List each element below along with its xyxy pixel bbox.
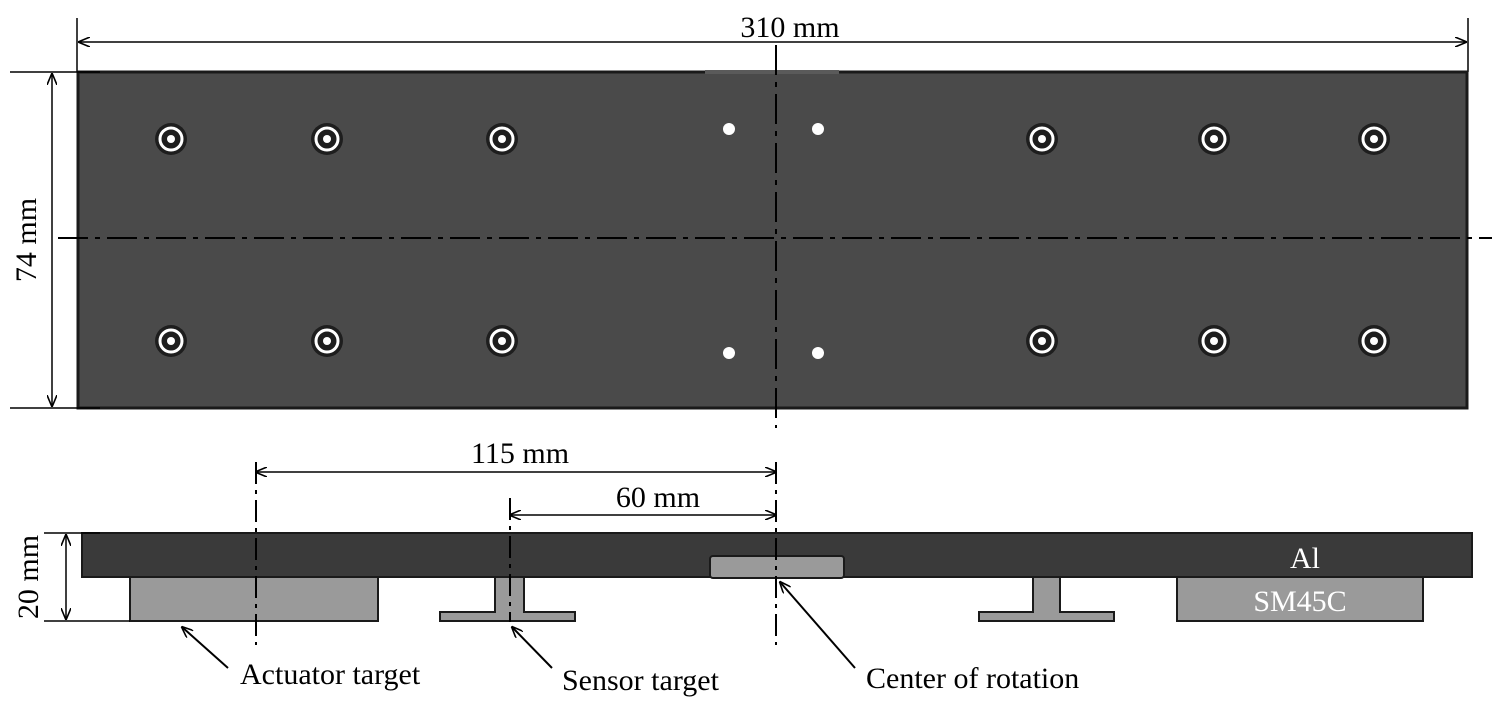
bolt-hole: [1026, 325, 1058, 357]
steel-label: SM45C: [1253, 585, 1346, 618]
bolt-hole: [155, 325, 187, 357]
actuator-offset-label: 115 mm: [471, 437, 569, 470]
actuator-callout-arrow: [182, 627, 229, 669]
sensor-target-label: Sensor target: [562, 664, 720, 697]
bolt-hole: [311, 325, 343, 357]
width-label: 74 mm: [10, 198, 43, 282]
thickness-label: 20 mm: [12, 535, 45, 619]
length-label: 310 mm: [740, 11, 839, 44]
actuator-target-right: [1176, 576, 1424, 622]
bolt-hole: [155, 123, 187, 155]
bolt-hole: [1358, 123, 1390, 155]
pin-hole: [812, 123, 824, 135]
sensor-target-left: [439, 576, 576, 622]
pin-hole: [723, 347, 735, 359]
center-callout-arrow: [780, 582, 856, 669]
aluminum-label: Al: [1290, 542, 1320, 575]
actuator-target-label: Actuator target: [240, 658, 421, 691]
pin-hole: [812, 347, 824, 359]
sensor-target-right: [978, 576, 1115, 622]
bolt-hole: [1358, 325, 1390, 357]
pin-hole: [723, 123, 735, 135]
bolt-holes: [155, 123, 1390, 357]
center-of-rotation-label: Center of rotation: [866, 662, 1079, 695]
top-plate: [76, 70, 1469, 410]
pin-holes: [723, 123, 824, 359]
bolt-hole: [486, 325, 518, 357]
actuator-target-left: [129, 576, 379, 622]
bolt-hole: [1198, 123, 1230, 155]
bolt-hole: [1198, 325, 1230, 357]
sensor-callout-arrow: [512, 627, 553, 669]
bolt-hole: [486, 123, 518, 155]
side-view: 115 mm 60 mm Al SM45C 20 mm Actuator tar…: [12, 437, 1473, 697]
bolt-hole: [1026, 123, 1058, 155]
bolt-hole: [311, 123, 343, 155]
top-view: 310 mm 74 mm: [10, 11, 1492, 428]
top-plate-notch: [705, 70, 839, 74]
sensor-offset-label: 60 mm: [616, 481, 700, 514]
